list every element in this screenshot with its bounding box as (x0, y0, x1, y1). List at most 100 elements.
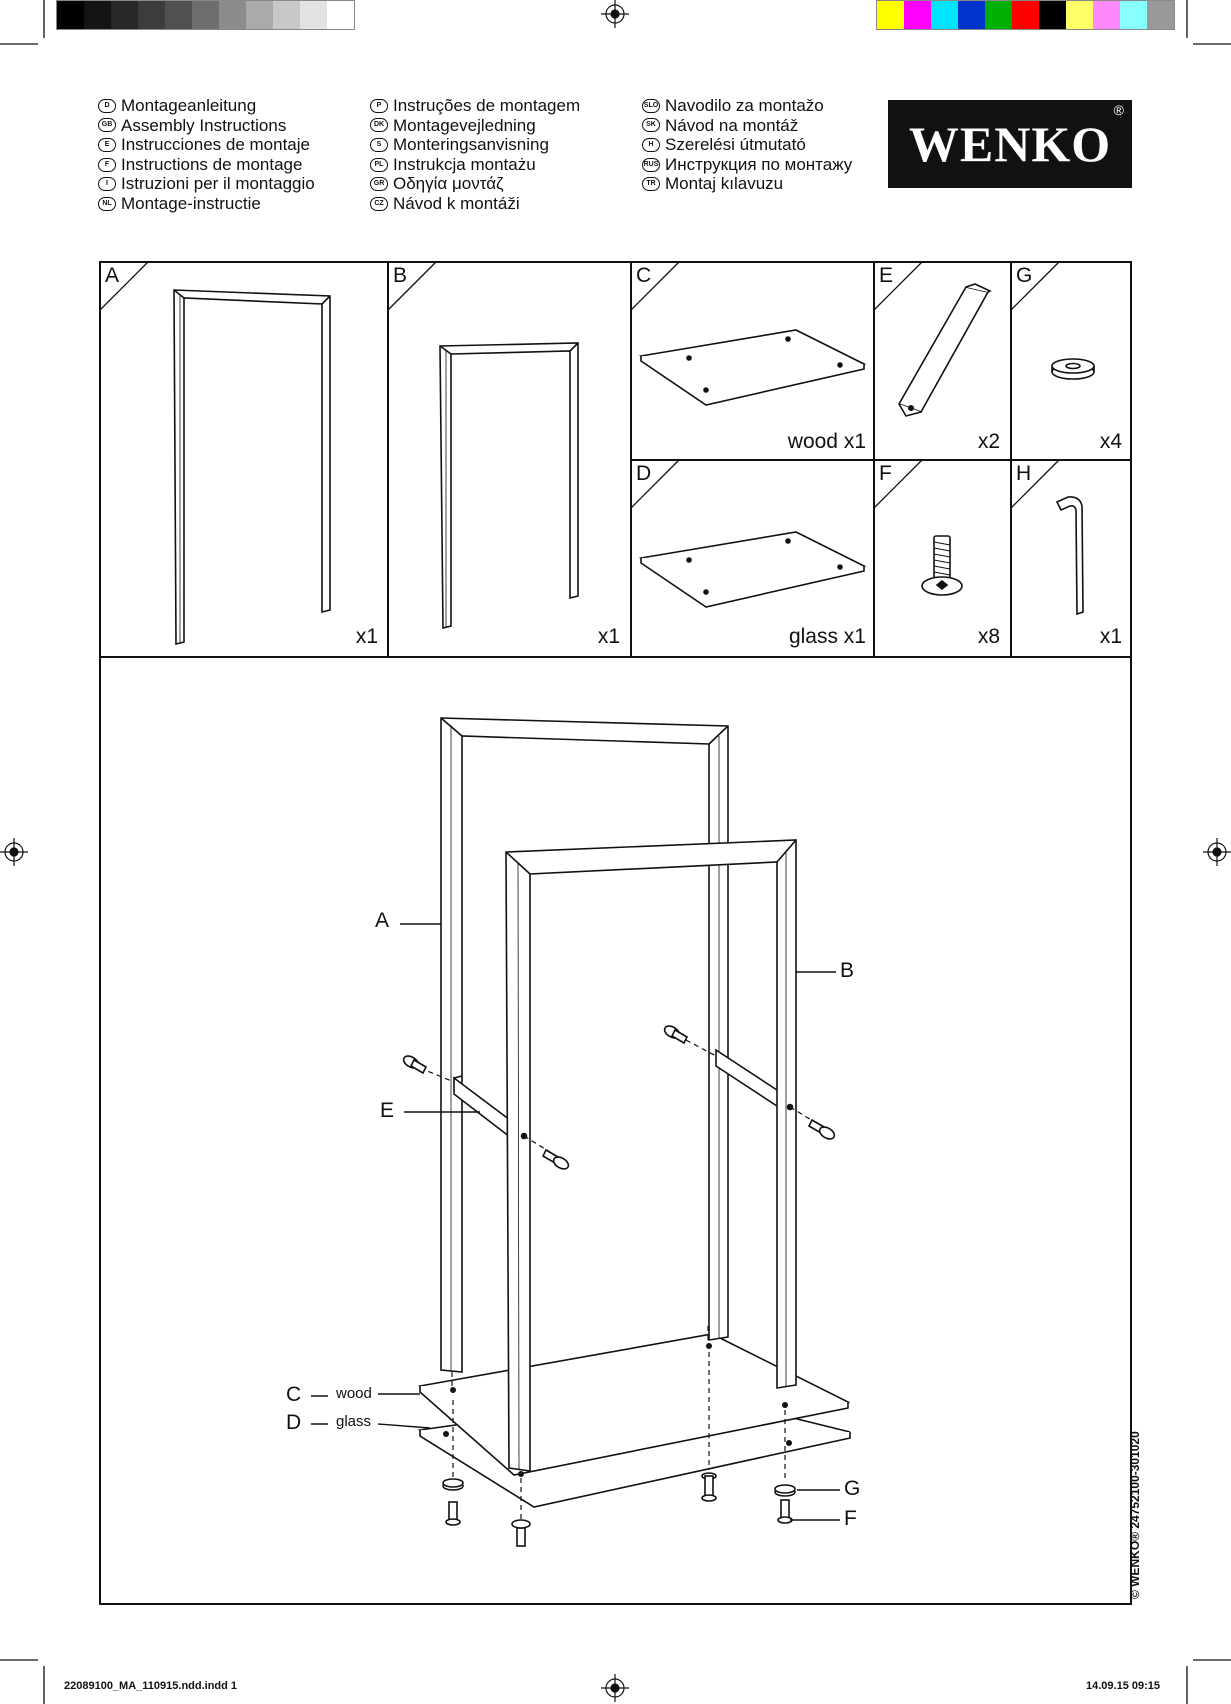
qty-c: wood x1 (787, 430, 866, 453)
color-swatch (1147, 1, 1174, 29)
assembly-screw-3 (663, 1025, 689, 1045)
color-swatch (111, 1, 138, 29)
part-e-rod-drawing (897, 283, 992, 417)
color-scale-bar (876, 0, 1175, 30)
assembly-frame-a (440, 717, 729, 1373)
registration-mark-top (601, 0, 629, 28)
color-swatch (985, 1, 1012, 29)
side-article-code: © WENKO® 24752100-301020 (1128, 1431, 1142, 1599)
part-f-screw-drawing (921, 535, 963, 596)
part-c-wood-board-drawing (638, 329, 867, 406)
color-swatch (57, 1, 84, 29)
color-swatch (877, 1, 904, 29)
callout-glass: glass (336, 1413, 372, 1430)
part-b-frame-drawing (439, 342, 579, 630)
part-d-glass-board-drawing (638, 531, 867, 608)
panel-letter-c: C (636, 264, 652, 287)
qty-e: x2 (977, 430, 1000, 453)
color-swatch (138, 1, 165, 29)
color-swatch (931, 1, 958, 29)
wenko-logo: WENKO ® (888, 100, 1132, 188)
callout-f: F (844, 1507, 857, 1530)
callout-wood: wood (336, 1385, 372, 1402)
panel-letter-e: E (879, 264, 894, 287)
registration-mark-right (1203, 838, 1231, 866)
panel-letter-g: G (1016, 264, 1033, 287)
callout-b: B (840, 959, 855, 982)
qty-h: x1 (1099, 625, 1122, 648)
logo-registered-mark: ® (1113, 102, 1124, 118)
assembly-bottom-screw-4 (777, 1499, 793, 1524)
color-swatch (1120, 1, 1147, 29)
color-swatch (904, 1, 931, 29)
color-swatch (300, 1, 327, 29)
color-swatch (1039, 1, 1066, 29)
assembly-screw-2 (541, 1148, 570, 1170)
panel-letter-a: A (105, 264, 120, 287)
color-swatch (84, 1, 111, 29)
logo-text: WENKO (908, 116, 1112, 172)
qty-d: glass x1 (788, 625, 866, 648)
assembly-drawing (311, 717, 851, 1547)
part-a-frame-drawing (173, 289, 331, 646)
qty-f: x8 (977, 625, 1000, 648)
assembly-screw-1 (402, 1055, 428, 1075)
panel-corner-diagonals (99, 261, 1060, 509)
color-swatch (1012, 1, 1039, 29)
color-swatch (958, 1, 985, 29)
panel-letter-b: B (393, 264, 408, 287)
color-swatch (219, 1, 246, 29)
assembly-washer-1 (442, 1478, 464, 1491)
footer-filename: 22089100_MA_110915.ndd.indd 1 (64, 1680, 238, 1692)
color-swatch (1093, 1, 1120, 29)
color-swatch (1066, 1, 1093, 29)
color-swatch (246, 1, 273, 29)
callout-e: E (380, 1099, 395, 1122)
color-swatch (165, 1, 192, 29)
assembly-screw-4 (807, 1118, 836, 1140)
assembly-bottom-screw-3 (701, 1475, 717, 1502)
registration-mark-bottom (601, 1674, 629, 1702)
color-swatch (192, 1, 219, 29)
callout-c: C (286, 1383, 302, 1406)
color-swatch (327, 1, 354, 29)
panel-letter-d: D (636, 462, 652, 485)
qty-g: x4 (1099, 430, 1122, 453)
part-g-washer-drawing (1051, 358, 1095, 380)
assembly-bottom-screw-1 (445, 1501, 461, 1526)
panel-letter-h: H (1016, 462, 1032, 485)
part-h-hex-key-drawing (1055, 496, 1084, 616)
panel-letter-f: F (879, 462, 892, 485)
callout-d: D (286, 1411, 302, 1434)
qty-a: x1 (355, 625, 378, 648)
instruction-frame (99, 261, 1132, 1605)
callout-g: G (844, 1477, 861, 1500)
callout-a: A (375, 909, 390, 932)
color-swatch (273, 1, 300, 29)
registration-mark-left (0, 838, 28, 866)
qty-b: x1 (597, 625, 620, 648)
assembly-bottom-screw-2 (511, 1519, 531, 1547)
footer-timestamp: 14.09.15 09:15 (1086, 1680, 1161, 1692)
assembly-washer-2 (774, 1484, 796, 1497)
